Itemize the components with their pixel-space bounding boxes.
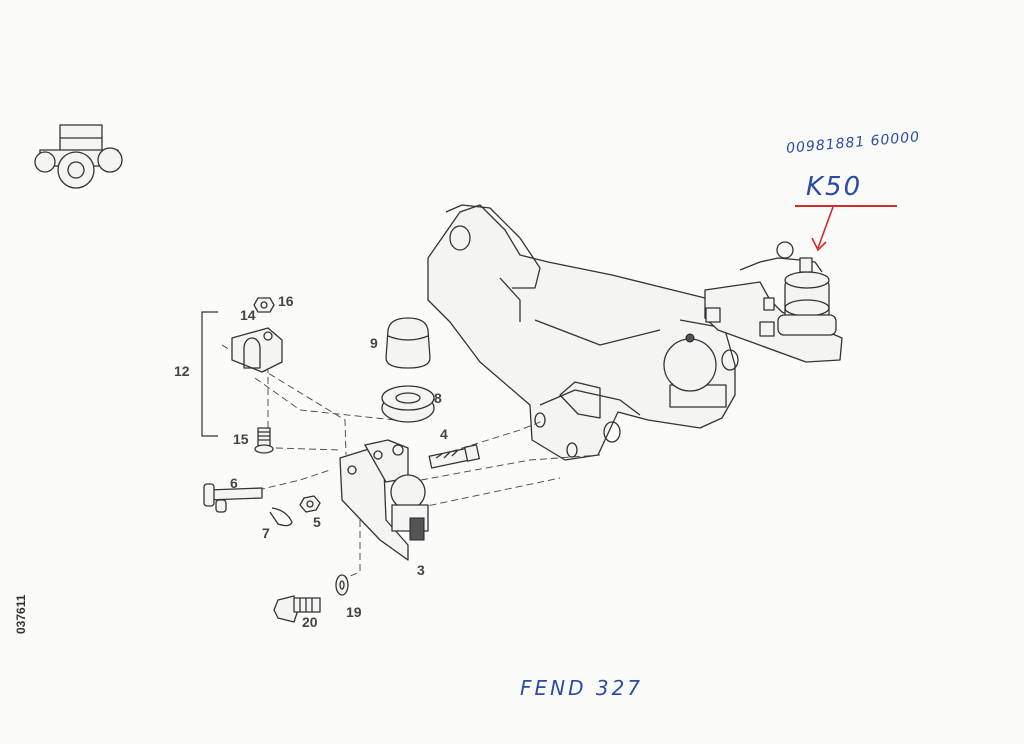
callout-5: 5 [313, 514, 321, 530]
callout-20: 20 [302, 614, 318, 630]
tractor-icon [34, 124, 123, 189]
washer-part-19 [335, 574, 349, 596]
hitch-bracket-part-3 [339, 439, 429, 561]
handwritten-model: FEND 327 [520, 676, 644, 700]
nut-part-5 [299, 495, 321, 513]
callout-14: 14 [240, 307, 256, 323]
callout-7: 7 [262, 525, 270, 541]
callout-16: 16 [278, 293, 294, 309]
handwritten-code: K50 [806, 172, 863, 202]
clamp-part-14 [231, 327, 283, 373]
nut-part-16 [253, 297, 275, 313]
callout-15: 15 [233, 431, 249, 447]
callout-9: 9 [370, 335, 378, 351]
cap-part-9 [385, 317, 431, 369]
callout-3: 3 [417, 562, 425, 578]
ring-part-8 [381, 385, 435, 423]
hitch-frame [427, 204, 739, 461]
callout-4: 4 [440, 426, 448, 442]
callout-12: 12 [174, 363, 190, 379]
callout-6: 6 [230, 475, 238, 491]
k50-assembly [704, 241, 843, 363]
screw-part-15 [254, 427, 274, 454]
callout-19: 19 [346, 604, 362, 620]
bolt-part-20 [273, 595, 321, 623]
pin-part-6 [203, 483, 263, 513]
group-bracket-12 [201, 311, 218, 437]
red-marker-annotation [795, 205, 897, 252]
clip-part-7 [269, 507, 293, 527]
bolt-part-4 [428, 444, 480, 469]
callout-8: 8 [434, 390, 442, 406]
document-number: 037611 [14, 594, 28, 634]
